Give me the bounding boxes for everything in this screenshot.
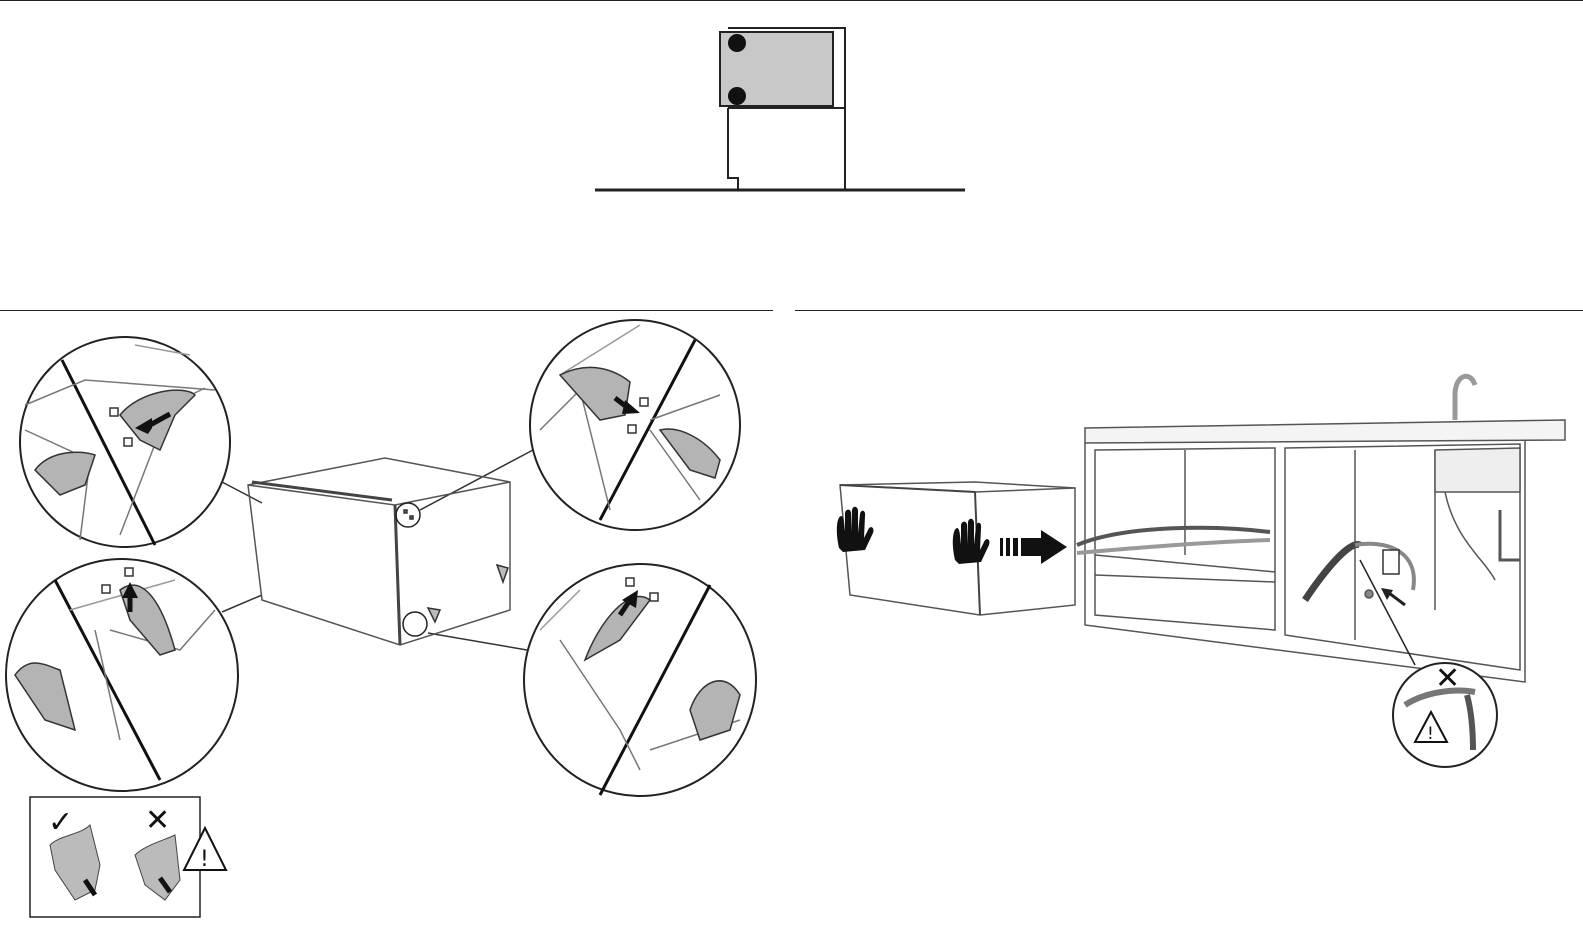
check-icon: ✓ [48, 805, 73, 840]
hinge-bracket-detail: ✓ ✕ ! [0, 310, 773, 928]
hinge-point-top [728, 34, 746, 52]
installation-side-view [0, 0, 1583, 310]
cabinet-insertion: ✕ ! [795, 310, 1583, 928]
warning-mark: ! [200, 847, 209, 872]
arrow-right-icon [622, 400, 640, 414]
hinge-point-bottom [728, 87, 746, 105]
cross-icon: ✕ [1435, 661, 1460, 696]
warning-mark: ! [1427, 724, 1434, 744]
cross-icon: ✕ [145, 803, 170, 838]
